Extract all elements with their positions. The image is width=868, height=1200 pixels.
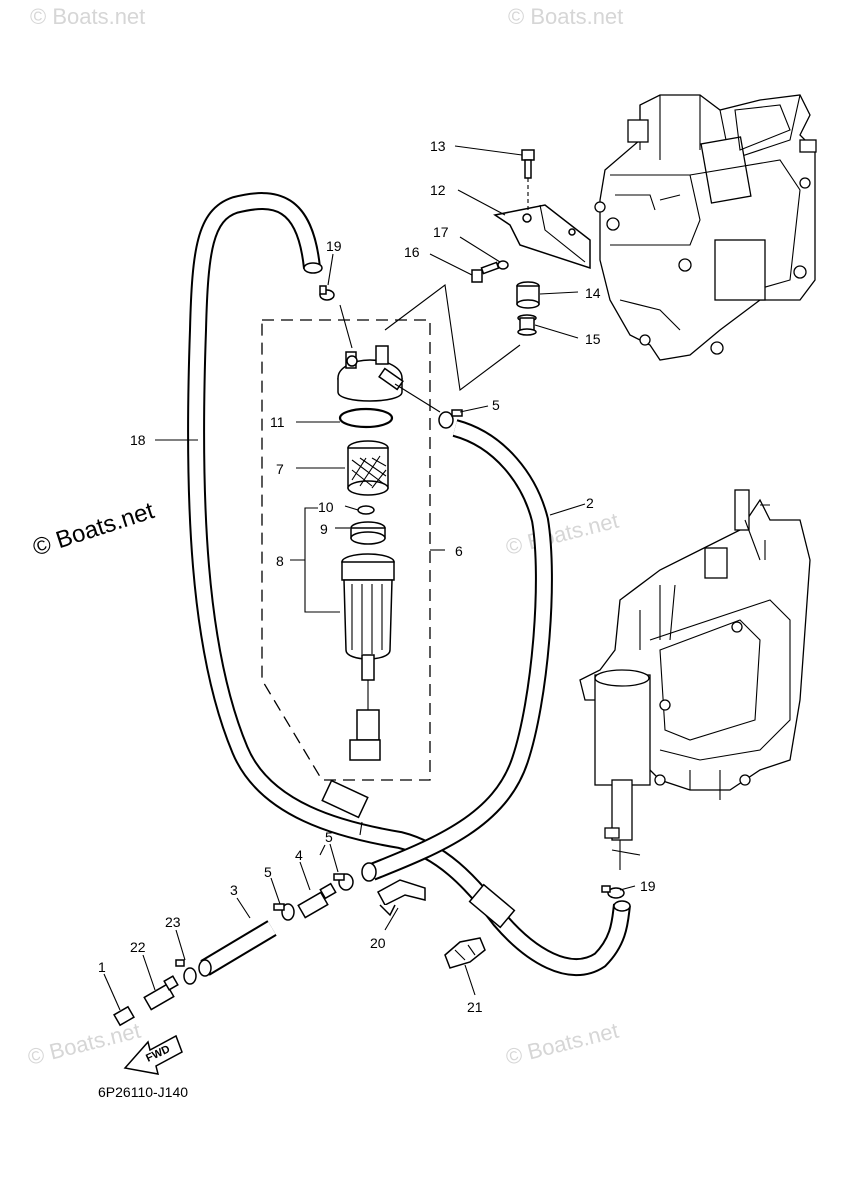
engine-block-lower: [579, 489, 811, 870]
hose-sleeve: [321, 779, 369, 819]
callout-12: 12: [430, 182, 446, 198]
callout-8: 8: [276, 553, 284, 569]
bracket-link: [384, 284, 521, 391]
callout-4: 4: [295, 847, 303, 863]
washer-17: [497, 260, 509, 270]
clamp-5-low: [273, 903, 295, 921]
callout-labels: 1 2 3 4 5 5 5 6 7 8 9 10 11 12 13 14 15 …: [98, 138, 656, 1015]
callout-5-low: 5: [264, 864, 272, 880]
mounting-bracket: [493, 204, 591, 270]
watermark-bottom-right: © Boats.net: [503, 1018, 621, 1070]
callout-11: 11: [270, 414, 285, 430]
callout-18: 18: [130, 432, 146, 448]
watermark-main: © Boats.net: [30, 497, 158, 562]
callout-19-right: 19: [640, 878, 656, 894]
callout-19-top: 19: [326, 238, 342, 254]
filter-element: [347, 440, 389, 496]
filter-outlet-line: [394, 383, 441, 413]
callout-5-mid: 5: [325, 829, 333, 845]
callout-6: 6: [455, 543, 463, 559]
callout-2: 2: [586, 495, 594, 511]
watermark-top-left: © Boats.net: [30, 4, 145, 29]
clamp-19-right: [601, 885, 625, 899]
clamp-5-mid: [333, 873, 354, 891]
callout-5-top: 5: [492, 397, 500, 413]
watermark-mid: © Boats.net: [503, 508, 621, 560]
engine-block-upper: [594, 94, 817, 361]
hose-3: [198, 920, 277, 977]
float: [350, 521, 386, 545]
hose-2: [361, 419, 553, 882]
callout-1: 1: [98, 959, 106, 975]
fwd-arrow-icon: FWD: [123, 1034, 183, 1075]
o-ring: [338, 407, 394, 429]
holder-21: [444, 937, 486, 969]
callout-17: 17: [433, 224, 449, 240]
callout-16: 16: [404, 244, 420, 260]
callout-15: 15: [585, 331, 601, 347]
joint-4: [297, 882, 337, 919]
watermark-bottom-left: © Boats.net: [25, 1018, 143, 1070]
callout-3: 3: [230, 882, 238, 898]
bolt-16: [471, 261, 500, 283]
filter-inlet-line: [339, 304, 353, 349]
holder-20: [376, 879, 426, 917]
callout-22: 22: [130, 939, 146, 955]
callout-7: 7: [276, 461, 284, 477]
bracket-8: [290, 507, 340, 613]
callout-9: 9: [320, 521, 328, 537]
hose-sleeve-2: [468, 883, 516, 929]
grommet-14: [516, 281, 540, 309]
joint-22: [143, 975, 179, 1011]
clamp-23: [175, 959, 197, 985]
diagram-code: 6P26110-J140: [98, 1084, 188, 1100]
callout-20: 20: [370, 935, 386, 951]
callout-leaders: [103, 145, 636, 1011]
filter-assembly-outline: [261, 319, 431, 781]
callout-10: 10: [318, 499, 334, 515]
callout-21: 21: [467, 999, 483, 1015]
clip: [357, 505, 375, 515]
collar-15: [517, 314, 537, 336]
callout-13: 13: [430, 138, 446, 154]
clamp-19-top: [319, 285, 335, 301]
hose-18: [187, 192, 631, 977]
callout-23: 23: [165, 914, 181, 930]
clamp-5-top: [438, 409, 463, 429]
plug-1: [113, 1005, 135, 1027]
watermark-top-right: © Boats.net: [508, 4, 623, 29]
filter-head: [337, 345, 404, 402]
bolt-13: [521, 149, 535, 210]
filter-cup: [341, 553, 395, 761]
callout-14: 14: [585, 285, 601, 301]
